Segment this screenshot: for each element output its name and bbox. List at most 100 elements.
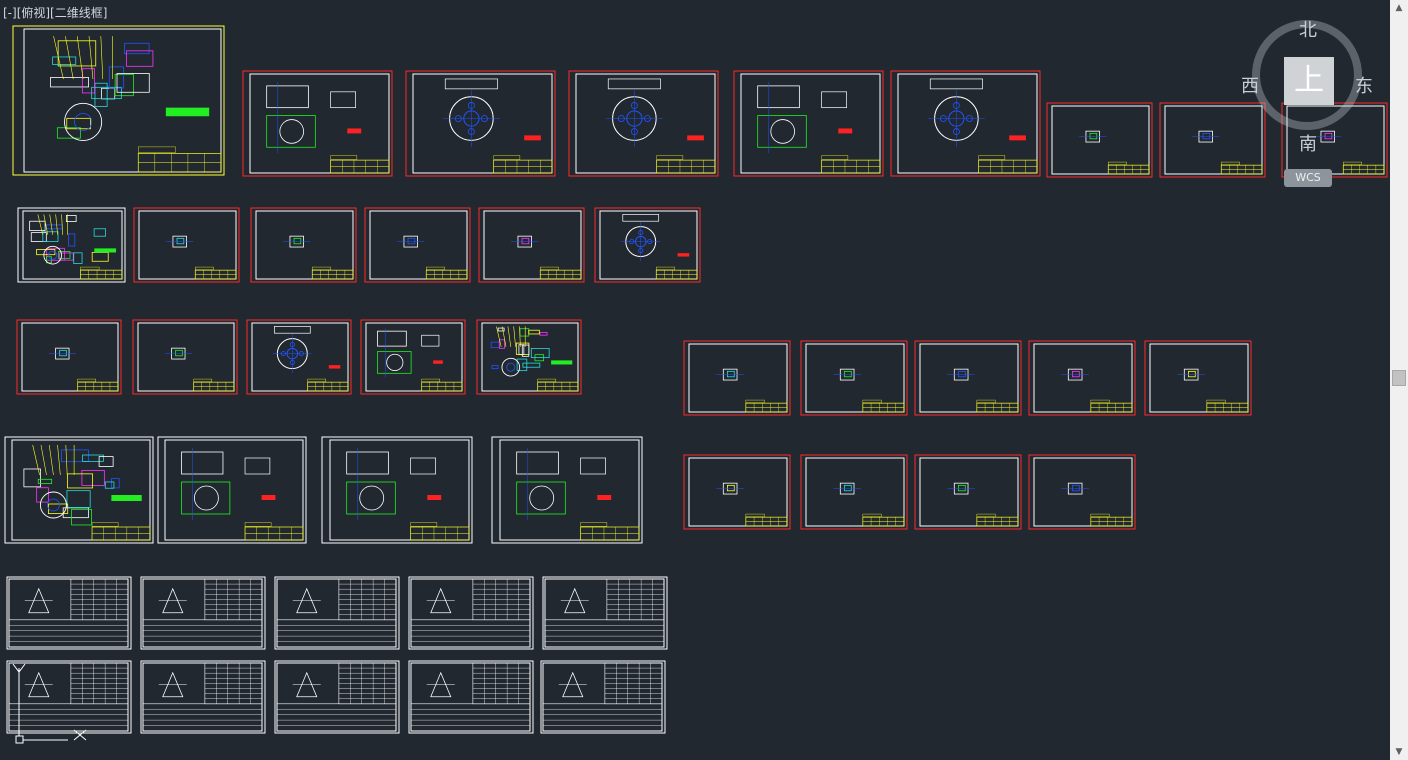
title-block bbox=[138, 146, 176, 153]
sheet-inner-border bbox=[23, 28, 222, 173]
drawing-sheet[interactable] bbox=[1144, 340, 1252, 416]
drawing-sheet[interactable] bbox=[890, 70, 1041, 177]
viewcube-compass-ring[interactable] bbox=[1252, 20, 1362, 130]
drawing-sheet[interactable] bbox=[16, 319, 122, 395]
leader-line bbox=[37, 214, 44, 235]
drawing-sheet[interactable] bbox=[800, 340, 908, 416]
sheet-outer-border bbox=[568, 70, 719, 177]
sheet-outer-border bbox=[405, 70, 556, 177]
drawing-sheet[interactable] bbox=[476, 319, 582, 395]
sheet-inner-border bbox=[919, 457, 1019, 527]
drawing-sheet[interactable] bbox=[733, 70, 884, 177]
parts-list bbox=[165, 107, 210, 117]
compass-north[interactable]: 北 bbox=[1299, 20, 1317, 41]
drawing-sheet[interactable] bbox=[542, 576, 668, 650]
drawing-sheet[interactable] bbox=[683, 340, 791, 416]
sheet-inner-border bbox=[1033, 343, 1133, 413]
part-view bbox=[266, 85, 309, 109]
drawing-sheet[interactable] bbox=[17, 207, 126, 283]
assembly-component bbox=[530, 348, 550, 359]
sheet-outer-border bbox=[476, 319, 582, 395]
drawing-sheet[interactable] bbox=[800, 454, 908, 530]
scrollbar-thumb[interactable] bbox=[1392, 370, 1406, 386]
sheet-outer-border bbox=[321, 436, 473, 544]
drawing-sheet[interactable] bbox=[408, 576, 534, 650]
drawing-sheet[interactable] bbox=[683, 454, 791, 530]
title-block bbox=[862, 399, 882, 403]
drawing-sheet[interactable] bbox=[321, 436, 473, 544]
drawing-sheet[interactable] bbox=[594, 207, 701, 283]
drawing-sheet[interactable] bbox=[1159, 102, 1266, 178]
drawing-sheet[interactable] bbox=[364, 207, 471, 283]
drawing-sheet[interactable] bbox=[478, 207, 585, 283]
sheet-inner-border bbox=[805, 457, 905, 527]
part-view bbox=[757, 115, 807, 148]
sheet-inner-border bbox=[138, 210, 237, 280]
sheet-inner-border bbox=[481, 322, 579, 392]
compass-south[interactable]: 南 bbox=[1299, 134, 1317, 155]
annotation-mark bbox=[328, 365, 341, 369]
assembly-component bbox=[65, 215, 77, 222]
drawing-sheet[interactable] bbox=[914, 340, 1022, 416]
assembly-component bbox=[59, 252, 74, 261]
scroll-up-arrow-icon[interactable]: ▲ bbox=[1395, 3, 1403, 13]
sheet-inner-border bbox=[249, 73, 390, 174]
viewcube-top-face[interactable]: 上 bbox=[1284, 57, 1334, 105]
annotation-mark bbox=[597, 495, 612, 500]
drawing-sheet[interactable] bbox=[157, 436, 307, 544]
annotation-mark bbox=[433, 360, 443, 364]
viewport-controls-label[interactable]: [-][俯视][二维线框] bbox=[3, 6, 108, 20]
drawing-sheet[interactable] bbox=[914, 454, 1022, 530]
drawing-sheet[interactable] bbox=[133, 207, 240, 283]
sheet-outer-border bbox=[683, 340, 791, 416]
title-block bbox=[978, 155, 1006, 160]
wcs-menu-button[interactable]: WCS bbox=[1284, 169, 1332, 187]
process-table bbox=[410, 619, 531, 648]
sheet-outer-border bbox=[157, 436, 307, 544]
drawing-sheet[interactable] bbox=[1028, 340, 1136, 416]
drawing-sheet[interactable] bbox=[274, 576, 400, 650]
vertical-scrollbar[interactable]: ▲ ▼ bbox=[1390, 0, 1408, 760]
drawing-sheet[interactable] bbox=[491, 436, 643, 544]
drawing-sheet[interactable] bbox=[4, 436, 154, 544]
leader-line bbox=[43, 214, 49, 235]
drawing-sheet[interactable] bbox=[405, 70, 556, 177]
drawing-sheet[interactable] bbox=[250, 207, 357, 283]
drawing-sheet[interactable] bbox=[408, 660, 534, 734]
annotation-mark bbox=[427, 495, 442, 500]
assembly-component bbox=[50, 77, 89, 88]
sheet-outer-border bbox=[540, 660, 666, 734]
sheet-outer-border bbox=[360, 319, 466, 395]
title-block bbox=[656, 155, 684, 160]
compass-west[interactable]: 西 bbox=[1241, 76, 1259, 97]
compass-east[interactable]: 东 bbox=[1355, 76, 1373, 97]
part-hole bbox=[359, 485, 385, 511]
drawing-sheet[interactable] bbox=[274, 660, 400, 734]
drawing-sheet[interactable] bbox=[140, 660, 266, 734]
viewcube[interactable]: 上 北 西 东 南 WCS bbox=[1240, 12, 1375, 192]
scroll-down-arrow-icon[interactable]: ▼ bbox=[1395, 747, 1403, 757]
part-view bbox=[821, 91, 847, 109]
drawing-sheet[interactable] bbox=[6, 576, 132, 650]
drawing-sheet[interactable] bbox=[132, 319, 238, 395]
sheet-outer-border bbox=[17, 207, 126, 283]
drawing-sheet[interactable] bbox=[360, 319, 466, 395]
drawing-sheet[interactable] bbox=[6, 660, 132, 734]
assembly-component bbox=[497, 327, 505, 332]
drawing-sheet[interactable] bbox=[242, 70, 393, 177]
sheet-outer-border bbox=[594, 207, 701, 283]
leader-line bbox=[57, 444, 61, 476]
process-table bbox=[8, 703, 129, 732]
drawing-sheet[interactable] bbox=[1046, 102, 1153, 178]
drawing-sheet[interactable] bbox=[540, 660, 666, 734]
drawing-sheet[interactable] bbox=[246, 319, 352, 395]
part-view bbox=[346, 451, 389, 475]
drawing-sheet[interactable] bbox=[140, 576, 266, 650]
drawing-sheet[interactable] bbox=[568, 70, 719, 177]
title-block bbox=[91, 522, 119, 527]
assembly-component bbox=[45, 224, 63, 230]
drawing-sheet[interactable] bbox=[1028, 454, 1136, 530]
drawing-sheet[interactable] bbox=[12, 25, 225, 176]
